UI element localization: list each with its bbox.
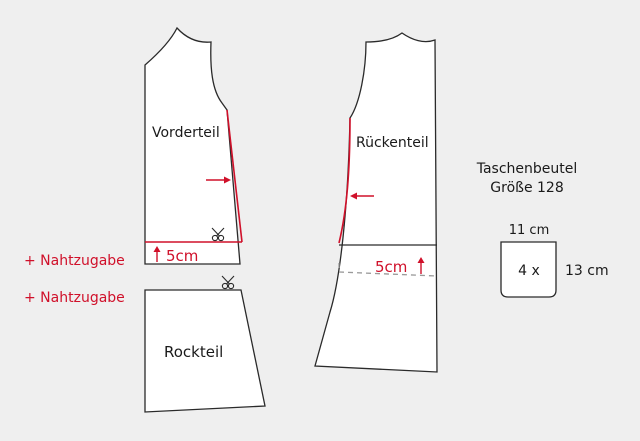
arrow-up-icon: [153, 246, 161, 262]
seam-allowance-label-top: + Nahtzugabe: [24, 253, 125, 269]
arrow-right-icon: [206, 176, 231, 184]
pocket-width-label: 11 cm: [509, 223, 550, 238]
front-bodice-piece: 5cm Vorderteil: [144, 26, 243, 265]
arrow-up-icon: [417, 257, 425, 274]
front-side-seam-line: [226, 109, 243, 243]
seam-allowance-label-bottom: + Nahtzugabe: [24, 290, 125, 306]
back-outline: [314, 32, 438, 373]
front-measure-label: 5cm: [166, 247, 198, 265]
arrow-left-icon: [350, 192, 374, 200]
back-side-seam-line: [338, 117, 351, 244]
skirt-outline: [144, 289, 266, 413]
back-measure-label: 5cm: [375, 258, 407, 276]
back-dashed-line: [338, 263, 438, 277]
front-bodice-outline: [144, 26, 241, 265]
pocket-outline: [500, 241, 557, 298]
scissors-icon: [221, 275, 235, 290]
pocket-size: Größe 128: [490, 180, 563, 196]
pocket-height-label: 13 cm: [565, 263, 609, 279]
scissors-icon: [211, 227, 225, 242]
pocket-title: Taschenbeutel: [476, 161, 578, 177]
pocket-count-label: 4 x: [518, 263, 540, 279]
front-bodice-label: Vorderteil: [152, 125, 220, 141]
skirt-piece: Rockteil: [144, 275, 266, 413]
back-piece: Rückenteil 5cm: [314, 32, 438, 373]
pocket-info: Taschenbeutel Größe 128 11 cm 4 x 13 cm: [476, 161, 609, 298]
back-label: Rückenteil: [356, 135, 429, 151]
skirt-label: Rockteil: [164, 343, 223, 361]
